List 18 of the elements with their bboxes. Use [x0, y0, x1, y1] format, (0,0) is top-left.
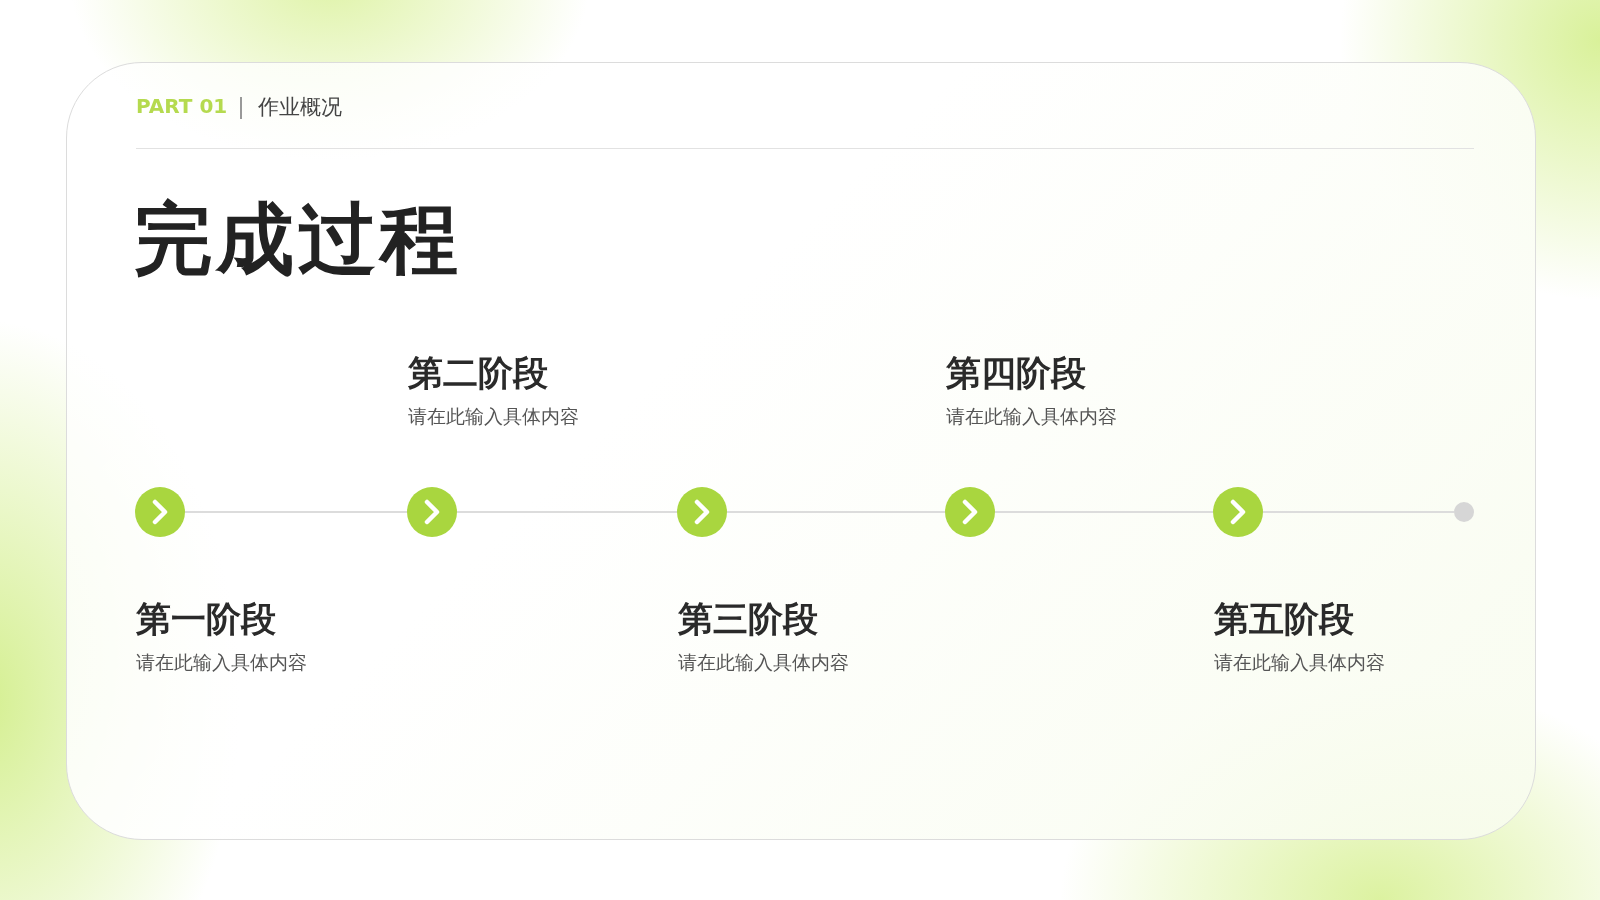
- stage-description: 请在此输入具体内容: [946, 404, 1117, 429]
- page-title: 完成过程: [134, 193, 462, 286]
- connector-line: [456, 511, 678, 513]
- stage-title: 第一阶段: [136, 598, 276, 641]
- stage-title: 第三阶段: [678, 598, 818, 641]
- connector-line: [994, 511, 1214, 513]
- connector-line: [726, 511, 946, 513]
- section-name: 作业概况: [258, 94, 342, 121]
- section-number: PART 01: [136, 94, 228, 118]
- stage-description: 请在此输入具体内容: [678, 650, 849, 675]
- stage-description: 请在此输入具体内容: [408, 404, 579, 429]
- connector-line: [184, 511, 408, 513]
- stage-description: 请在此输入具体内容: [136, 650, 307, 675]
- stage-title: 第二阶段: [408, 352, 548, 395]
- stage-description: 请在此输入具体内容: [1214, 650, 1385, 675]
- connector-line: [1262, 511, 1455, 513]
- stage-title: 第五阶段: [1214, 598, 1354, 641]
- stage-title: 第四阶段: [946, 352, 1086, 395]
